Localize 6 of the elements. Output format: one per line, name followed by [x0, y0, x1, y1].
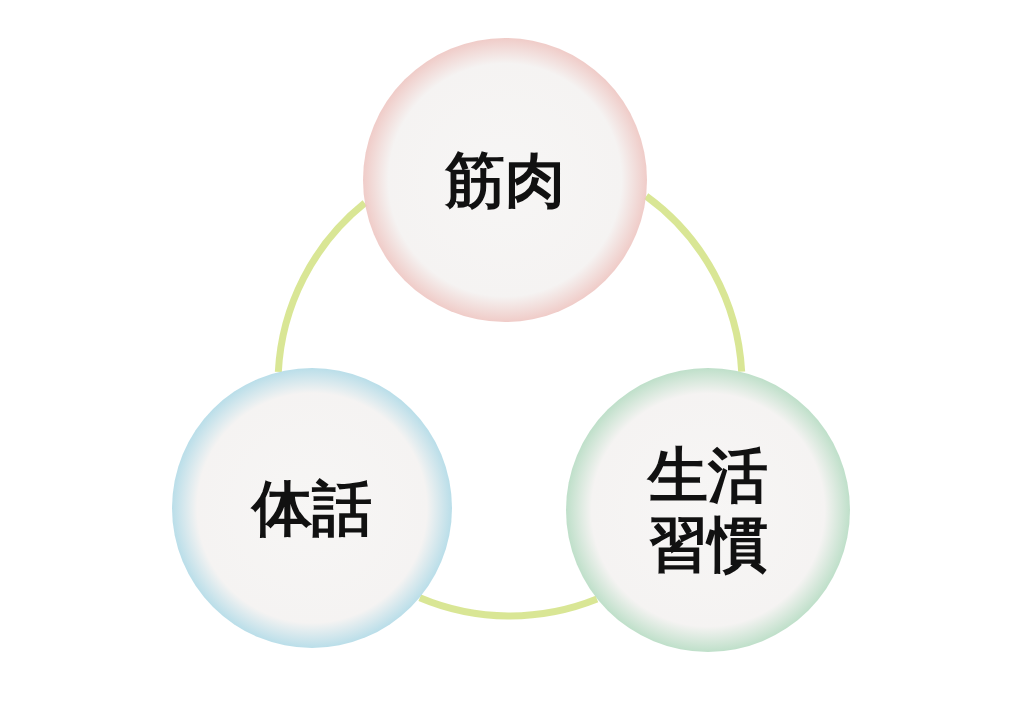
ring-arc: [644, 193, 746, 373]
node-label: 体話: [249, 473, 373, 543]
ring-arc: [418, 594, 599, 620]
node-label: 筋肉: [444, 145, 566, 215]
ring-arc: [274, 200, 368, 373]
node-label: 生活習慣: [646, 441, 769, 579]
